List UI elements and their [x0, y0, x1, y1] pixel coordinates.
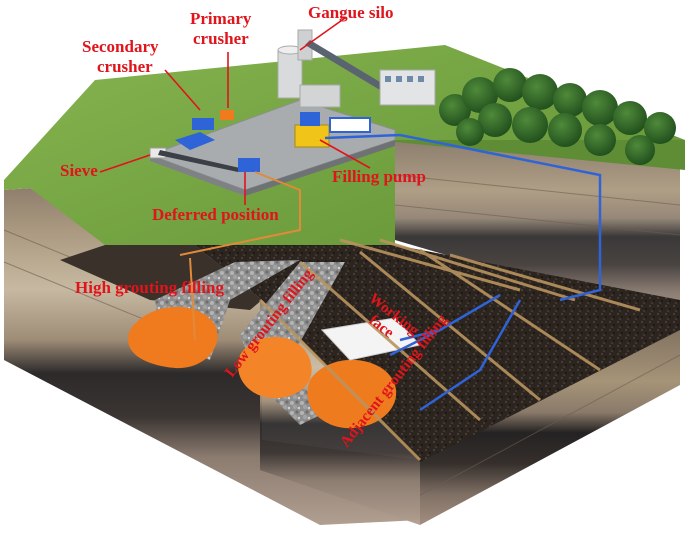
grout-patch-low: [238, 336, 312, 399]
working-face-slab: [320, 317, 421, 361]
label-secondary-crusher-1: Secondary: [82, 37, 159, 56]
label-filling-pump: Filling pump: [332, 167, 426, 186]
forest: [439, 68, 676, 165]
label-sieve: Sieve: [60, 161, 98, 180]
label-gangue-silo: Gangue silo: [308, 3, 394, 22]
strata-back-right-face: [395, 135, 680, 320]
label-secondary-crusher-2: crusher: [97, 57, 153, 76]
label-deferred-position: Deferred position: [152, 205, 279, 224]
label-primary-crusher-2: crusher: [193, 29, 249, 48]
ground-surface: [4, 45, 685, 300]
grout-patch-adjacent: [307, 359, 397, 429]
equipment-group: [149, 110, 371, 172]
gangue-silo-structure: [277, 29, 436, 108]
strata-right-face: [420, 320, 680, 525]
roadway-supports: [258, 238, 641, 462]
label-primary-crusher-1: Primary: [190, 9, 252, 28]
plant-pad-edge: [150, 155, 245, 196]
label-arrows: [99, 17, 371, 205]
filling-pipeline: [324, 133, 602, 412]
grout-patch-high: [128, 306, 218, 369]
label-high-grouting-filling: High grouting filling: [75, 278, 224, 297]
grout-pipeline: [179, 171, 301, 341]
